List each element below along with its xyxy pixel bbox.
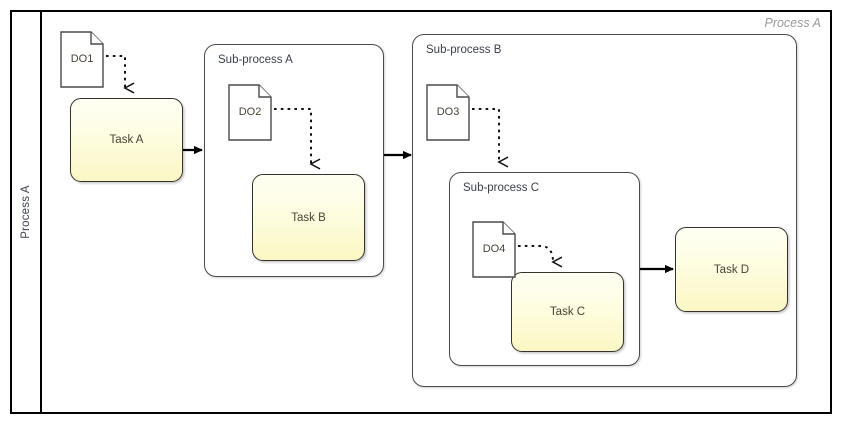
document-icon (426, 84, 470, 141)
subprocess-a-label: Sub-process A (218, 54, 293, 66)
data-object-do1[interactable]: DO1 (60, 31, 104, 88)
document-icon (472, 221, 516, 278)
data-object-do2[interactable]: DO2 (228, 84, 272, 141)
subprocess-c-label: Sub-process C (463, 182, 540, 194)
task-a[interactable]: Task A (70, 98, 183, 182)
data-object-do3[interactable]: DO3 (426, 84, 470, 141)
lane-label: Process A (20, 185, 33, 239)
task-c-label: Task C (549, 306, 586, 318)
data-object-do4[interactable]: DO4 (472, 221, 516, 278)
pool-title: Process A (764, 16, 821, 30)
task-a-label: Task A (109, 134, 144, 146)
subprocess-b-label: Sub-process B (426, 44, 502, 56)
task-c[interactable]: Task C (511, 272, 624, 352)
document-icon (60, 31, 104, 88)
document-icon (228, 84, 272, 141)
task-b[interactable]: Task B (252, 174, 365, 261)
lane-header-process-a[interactable]: Process A (12, 12, 42, 412)
task-b-label: Task B (291, 211, 326, 224)
task-d-label: Task D (713, 263, 750, 276)
task-d[interactable]: Task D (675, 227, 788, 312)
